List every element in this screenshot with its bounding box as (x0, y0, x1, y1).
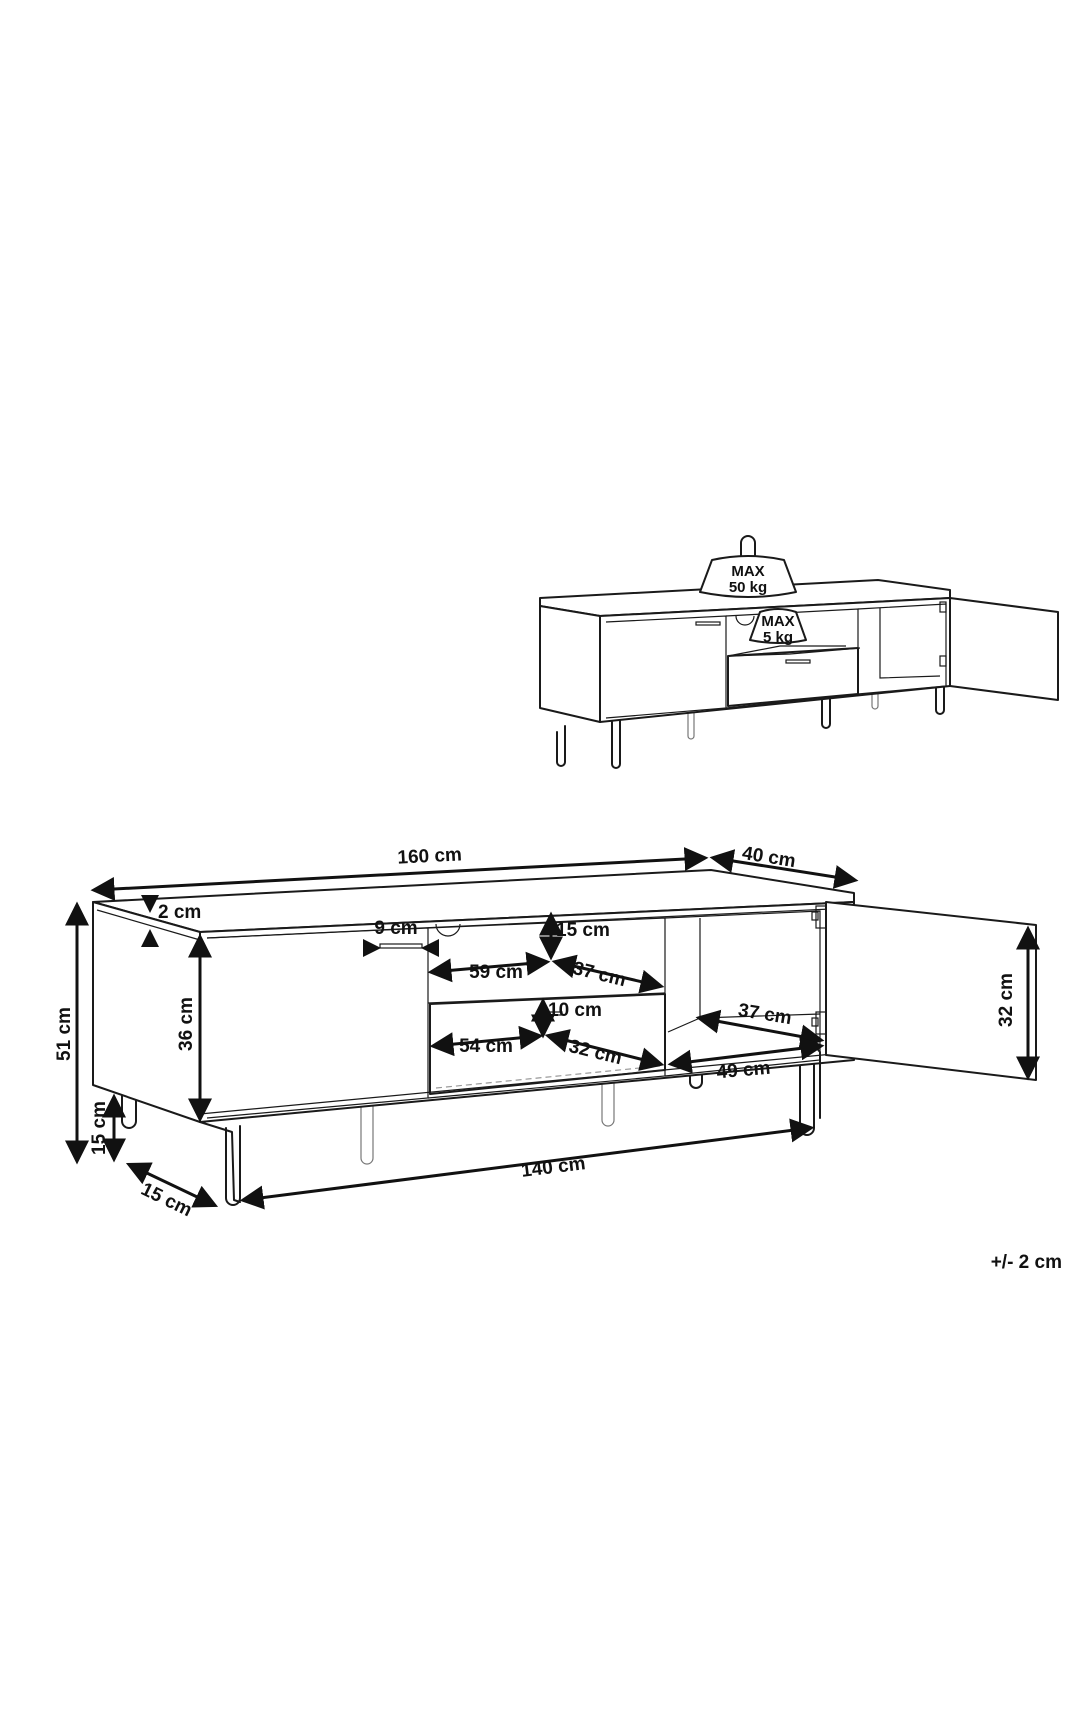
label-right-door-height: 32 cm (996, 973, 1017, 1027)
tolerance-note: +/- 2 cm (991, 1252, 1062, 1273)
handle (695, 621, 721, 626)
label-leg-height: 15 cm (89, 1101, 110, 1155)
label-handle-width: 9 cm (374, 918, 417, 939)
label-body-height: 36 cm (176, 997, 197, 1051)
weight-shelf-label-1: MAX (761, 613, 794, 630)
weight-5kg-icon: MAX 5 kg (749, 608, 807, 646)
label-leg-inset: 15 cm (138, 1179, 196, 1221)
drawer (429, 993, 666, 1095)
weight-50kg-icon: MAX 50 kg (699, 535, 797, 598)
weight-shelf-label-2: 5 kg (763, 629, 793, 646)
cable-hole (435, 923, 461, 937)
label-total-width: 160 cm (397, 844, 462, 868)
label-leg-span: 140 cm (520, 1153, 587, 1182)
load-illustration: MAX 50 kg MAX 5 kg (539, 535, 1059, 769)
label-depth: 40 cm (741, 843, 797, 872)
label-drawer-height: 10 cm (548, 1000, 602, 1021)
label-shelf-clearance: 15 cm (556, 920, 610, 941)
weight-top-label-2: 50 kg (729, 579, 767, 596)
small-legs (556, 679, 945, 769)
hinge-icon (939, 601, 947, 667)
label-right-compartment-width: 49 cm (716, 1058, 772, 1084)
label-drawer-width: 54 cm (459, 1036, 513, 1057)
dimension-lines (65, 847, 1040, 1210)
label-top-thickness: 2 cm (158, 902, 201, 923)
label-total-height: 51 cm (54, 1007, 75, 1061)
weight-top-label-1: MAX (731, 563, 764, 580)
label-shelf-width: 59 cm (469, 962, 523, 983)
